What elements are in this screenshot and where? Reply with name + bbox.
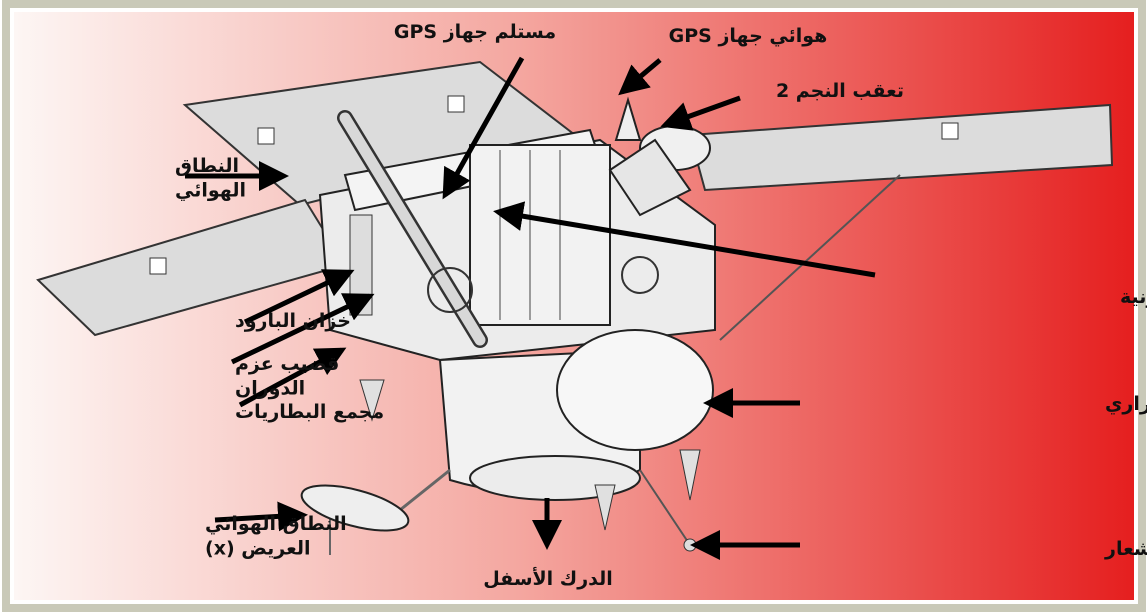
label-gps-receiver: مستلم جهاز GPS xyxy=(394,21,556,43)
label-gps-antenna: هوائي جهاز GPS xyxy=(669,25,828,47)
panel-bracket xyxy=(258,128,274,144)
electronics-box xyxy=(470,145,610,325)
thermal-door-shape xyxy=(557,330,713,450)
label-sensor: أحد أجهزة الاستشعار xyxy=(1104,536,1147,560)
sensor-tip xyxy=(684,539,696,551)
panel-bracket xyxy=(942,123,958,139)
panel-bracket xyxy=(448,96,464,112)
label-battery-pack: مجمع البطاريات xyxy=(235,401,384,423)
lower-disk xyxy=(470,456,640,500)
label-control-unit: وحدة السيطرة الالكترونية xyxy=(1120,286,1147,308)
label-powder-tank: خزان البارود xyxy=(235,310,351,332)
label-lower-level: الدرك الأسفل xyxy=(483,567,613,590)
panel-bracket xyxy=(150,258,166,274)
label-thermal-door: الفتحة (الباب) الحراري xyxy=(1105,393,1147,416)
label-star-tracker: تعقب النجم 2 xyxy=(776,80,904,102)
